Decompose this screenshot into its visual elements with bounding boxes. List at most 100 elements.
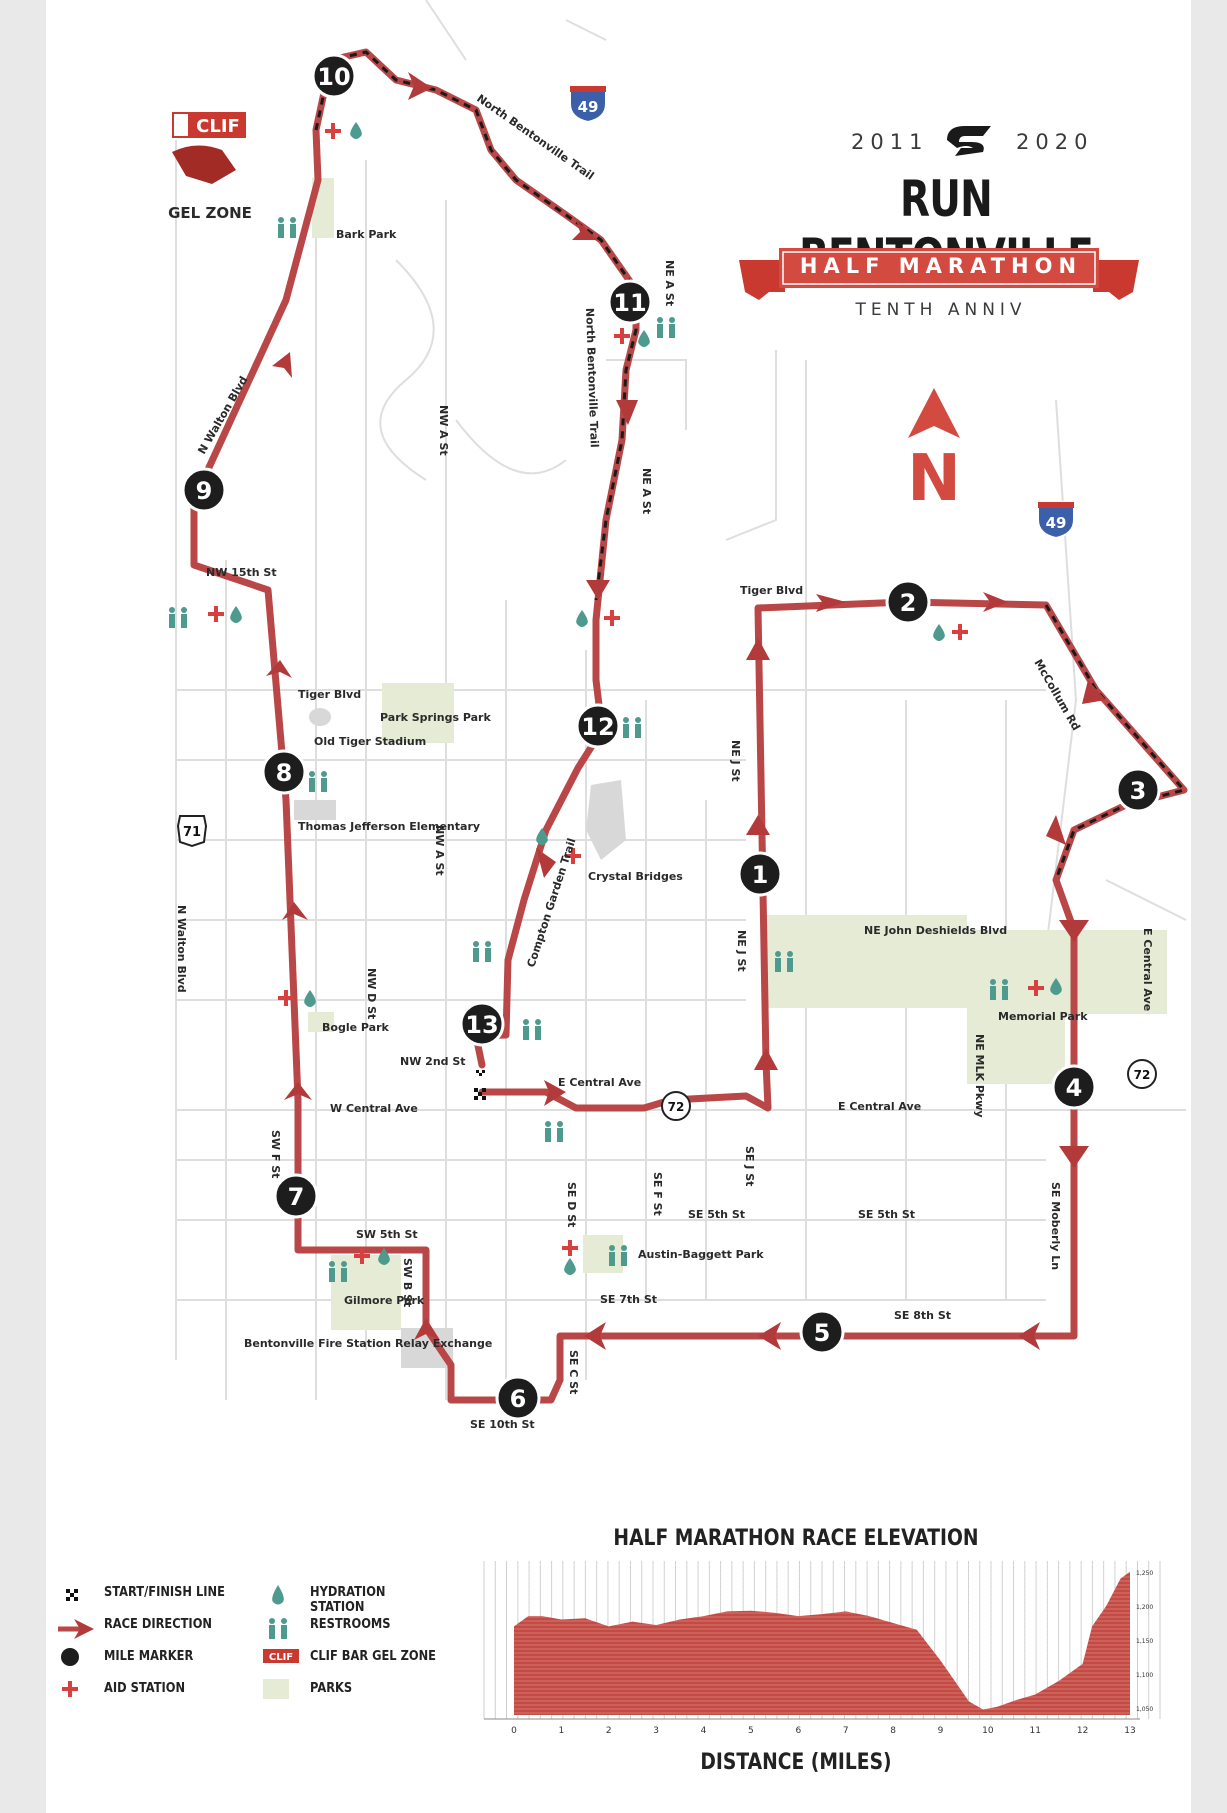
svg-text:4: 4 [1066,1074,1083,1102]
street-label: SE Moberly Ln [1049,1182,1062,1270]
race-direction-arrow [408,72,432,100]
street-label: NE John Deshields Blvd [864,924,1007,937]
mile-marker-13: 13 [459,1001,505,1047]
svg-text:1: 1 [752,861,769,889]
aid-station-icon [614,328,630,344]
street-label: SE D St [565,1182,578,1227]
street-label: Compton Garden Trail [524,837,578,969]
x-tick-label: 10 [982,1726,994,1735]
race-direction-arrow [586,580,610,600]
crystal-bridges-area [586,780,626,860]
x-tick-label: 2 [606,1726,612,1735]
street-label: Bentonville Fire Station Relay Exchange [244,1337,492,1350]
street-label: SE 5th St [858,1208,915,1221]
clif-bar-logo: CLIF GEL ZONE [168,112,252,222]
parks-legend-icon [263,1679,289,1699]
aid-station-icon [565,848,581,864]
us-71-shield: 71 [176,815,208,848]
start-finish-flag [474,1088,486,1100]
street-label: Crystal Bridges [588,870,683,883]
race-direction-arrow [1018,1322,1040,1350]
x-tick-label: 4 [701,1726,707,1735]
race-direction-arrow [758,1322,781,1350]
aid-station-icon [325,123,341,139]
svg-text:11: 11 [613,289,646,317]
race-direction-arrow [572,220,598,240]
old-tiger-stadium-area [309,708,331,726]
mile-marker-legend-icon [61,1648,79,1666]
svg-text:9: 9 [196,477,213,505]
hydration-icon [933,624,945,641]
start-finish-legend-icon [66,1589,78,1601]
race-direction-arrow [584,1322,606,1350]
hydration-icon [638,330,650,347]
restroom-icon [623,717,641,738]
street-label: SW 5th St [356,1228,418,1241]
north-arrow-icon: N [907,388,961,516]
street-label: Tiger Blvd [740,584,803,597]
shield-number: 49 [578,98,599,116]
gel-zone-label: GEL ZONE [168,204,252,222]
hydration-icon [350,122,362,139]
street-label: NW A St [437,405,450,456]
street-label: Memorial Park [998,1010,1088,1023]
street-label: North Bentonville Trail [583,308,601,448]
year-start: 2011 [851,130,929,154]
street-label: SE 8th St [894,1309,951,1322]
aid-station-icon [208,606,224,622]
street-label: E Central Ave [838,1100,921,1113]
mile-marker-1: 1 [737,851,783,897]
svg-text:13: 13 [465,1011,498,1039]
street-label: Bogle Park [322,1021,389,1034]
interstate-49-shield-north: 49 [569,85,607,124]
street-label: N Walton Blvd [175,905,188,993]
legend-restrooms: RESTROOMS [310,1617,391,1632]
mile-markers: 1 2 3 4 5 6 7 8 9 10 11 12 13 [181,53,1161,1421]
street-label: W Central Ave [330,1102,418,1115]
course-map: 49 49 71 72 72 N [46,0,1191,1490]
street-label: SE J St [743,1146,756,1186]
svg-text:2: 2 [900,589,917,617]
elevation-x-label: DISTANCE (MILES) [700,1750,892,1775]
deshields-park-area [764,915,967,1008]
hydration-icon [576,610,588,627]
gilmore-park-area [331,1255,401,1330]
direction-arrows [266,72,1106,1350]
legend-parks: PARKS [310,1681,353,1696]
interstate-49-shield-east: 49 [1037,501,1075,540]
restroom-icon [523,1019,541,1040]
race-direction-arrow [983,592,1008,612]
race-direction-arrow [1059,1146,1089,1168]
hydration-icon [230,606,242,623]
street-label: Tiger Blvd [298,688,361,701]
svg-text:6: 6 [510,1385,527,1413]
street-label: NE J St [729,740,742,782]
race-direction-arrow [284,1082,312,1100]
street-label: SE 10th St [470,1418,535,1431]
race-subtitle: HALF MARATHON [799,254,1083,278]
restrooms-legend-icon [269,1618,287,1639]
hydration-icon [564,1258,576,1275]
aid-station-icon [278,990,294,1006]
y-tick-label: 1,250 [1136,1570,1153,1577]
start-finish-flag [476,1070,485,1076]
race-direction-arrow [266,660,292,678]
street-label: NW 2nd St [400,1055,466,1068]
legend-hydration: HYDRATION STATION [310,1585,386,1615]
race-direction-arrow [746,815,770,835]
shield-number: 71 [183,825,201,840]
restroom-icon [473,941,491,962]
aid-station-icon [952,624,968,640]
shield-number: 72 [1134,1068,1151,1082]
race-title-block: 2011 2020 RUN BENTONVILLE HALF MARATHON … [721,112,1191,332]
elevation-area [514,1571,1130,1715]
street-label: Old Tiger Stadium [314,735,426,748]
elevation-chart-title: HALF MARATHON RACE ELEVATION [613,1526,979,1551]
amenities [169,122,1062,1282]
mile-marker-5: 5 [799,1309,845,1355]
memorial-park-area-lower [967,1014,1065,1084]
street-label: Austin-Baggett Park [638,1248,764,1261]
hydration-legend-icon [272,1585,284,1605]
hydration-icon [378,1248,390,1265]
